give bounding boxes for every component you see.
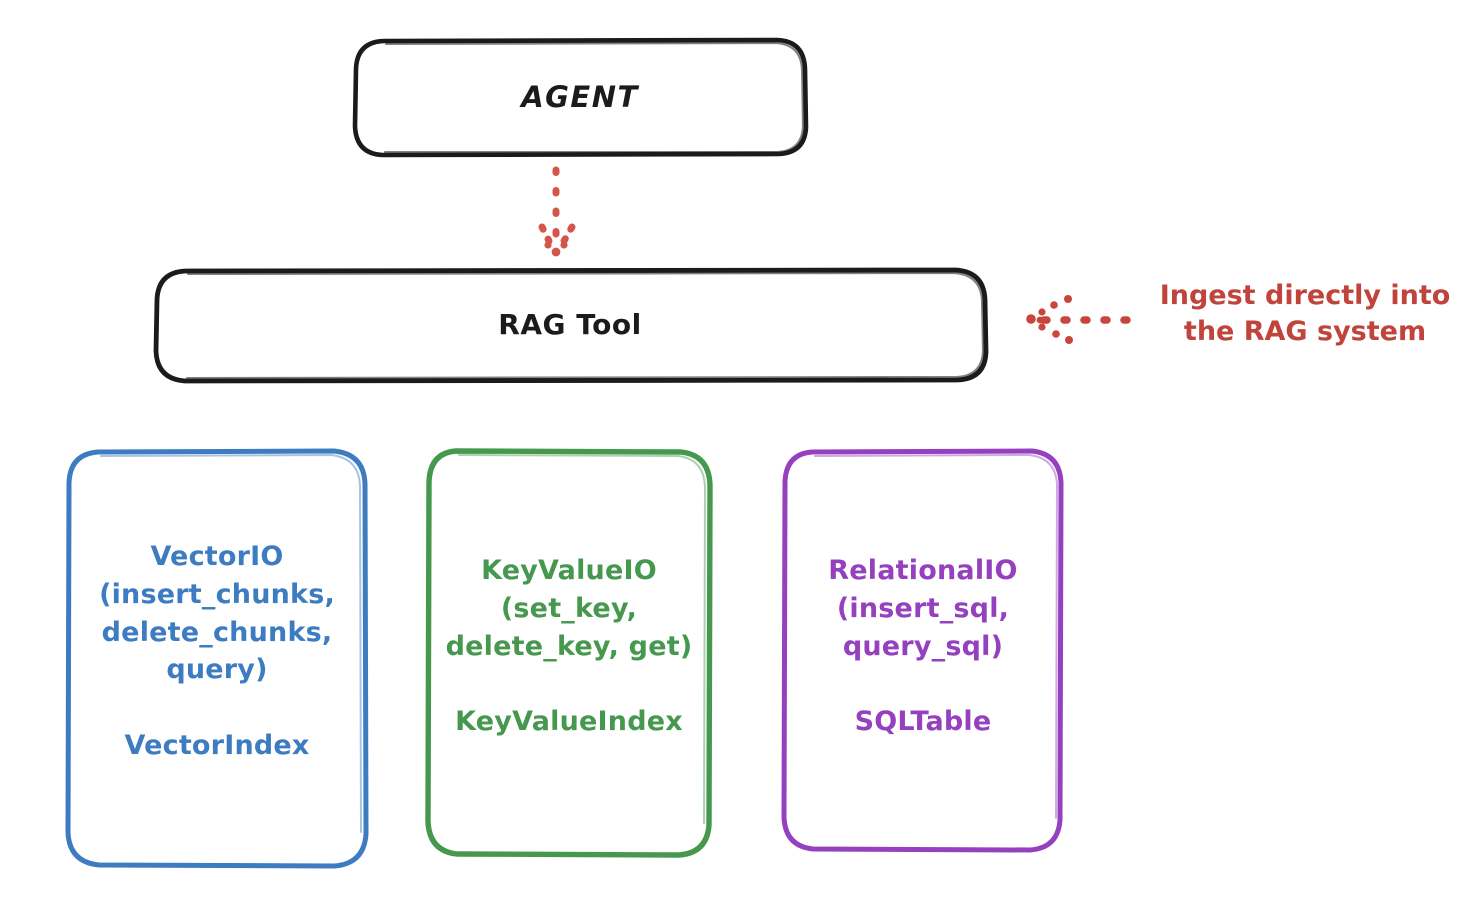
connector-agent-to-rag-tool (538, 166, 576, 257)
key-value-io-index-text: KeyValueIndex (455, 706, 683, 738)
relational-io-index-text: SQLTable (854, 706, 992, 738)
ingest-annotation-text: Ingest directly into the RAG system (1159, 280, 1451, 348)
key-value-io-label: KeyValueIO (set_key, delete_key, get) Ke… (424, 552, 714, 741)
vector-io-api-text: VectorIO (insert_chunks, delete_chunks, … (99, 541, 335, 686)
relational-io-label: RelationalIO (insert_sql, query_sql) SQL… (782, 552, 1064, 741)
agent-label: AGENT (521, 80, 639, 115)
vector-io-label: VectorIO (insert_chunks, delete_chunks, … (68, 538, 366, 765)
key-value-io-api-text: KeyValueIO (set_key, delete_key, get) (445, 555, 693, 662)
rag-tool-label: RAG Tool (498, 308, 642, 342)
relational-io-api-text: RelationalIO (insert_sql, query_sql) (828, 555, 1018, 662)
vector-io-index-text: VectorIndex (124, 730, 310, 762)
connector-ingest-arrow (1026, 295, 1132, 344)
